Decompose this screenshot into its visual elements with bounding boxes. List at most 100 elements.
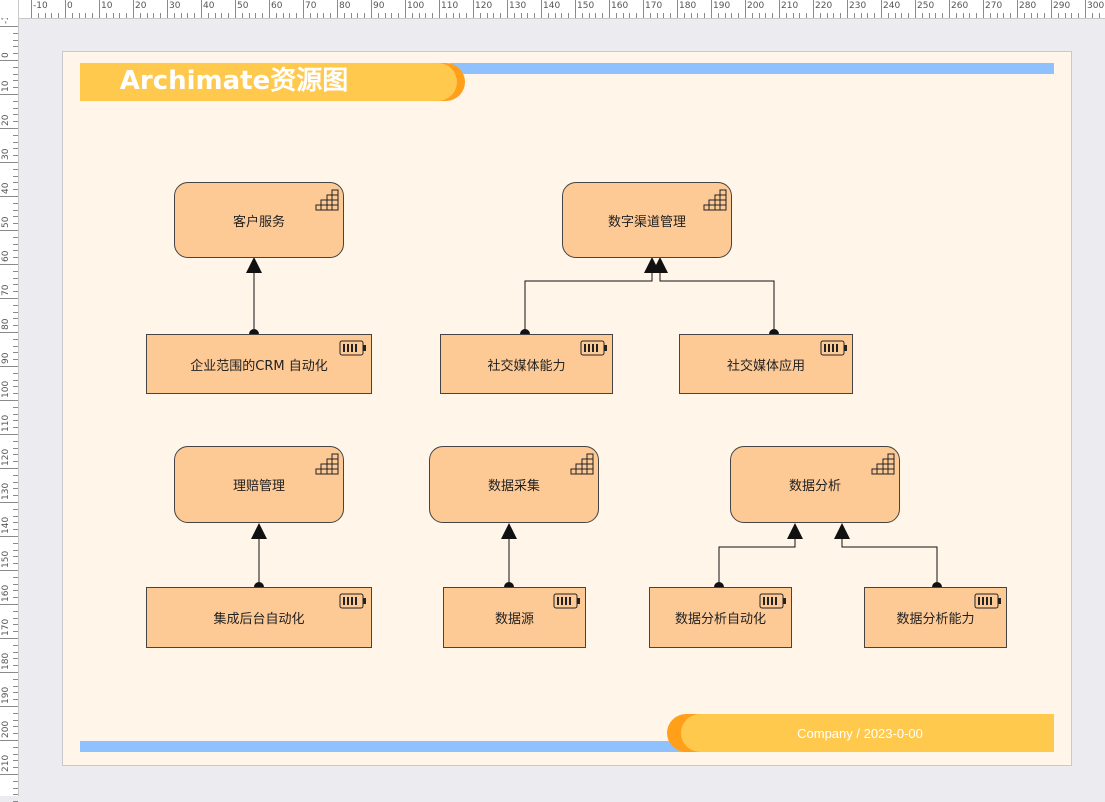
- ruler-minor-tick: [13, 440, 18, 442]
- ruler-minor-tick: [13, 454, 18, 456]
- ruler-minor-tick: [13, 563, 18, 565]
- diagram-title[interactable]: Archimate资源图: [119, 66, 349, 96]
- arrowhead: [251, 523, 267, 539]
- node-social-app[interactable]: 社交媒体应用: [679, 334, 853, 394]
- ruler-label: 100: [407, 1, 425, 11]
- ruler-minor-tick: [92, 13, 94, 18]
- ruler-minor-tick: [1078, 13, 1080, 18]
- ruler-minor-tick: [309, 13, 311, 18]
- ruler-tick: [439, 0, 440, 18]
- ruler-minor-tick: [187, 13, 189, 18]
- ruler-minor-tick: [731, 13, 733, 18]
- node-digital-channel[interactable]: 数字渠道管理: [562, 182, 732, 258]
- ruler-minor-tick: [13, 304, 18, 306]
- ruler-label: 90: [373, 1, 385, 11]
- ruler-minor-tick: [13, 515, 18, 517]
- ruler-minor-tick: [13, 583, 18, 585]
- ruler-label: 280: [1019, 1, 1037, 11]
- ruler-tick: [0, 94, 18, 95]
- ruler-minor-tick: [418, 13, 420, 18]
- ruler-minor-tick: [13, 243, 18, 245]
- ruler-tick: [0, 536, 18, 537]
- ruler-minor-tick: [588, 13, 590, 18]
- ruler-minor-tick: [255, 13, 257, 18]
- node-crm-automation[interactable]: 企业范围的CRM 自动化: [146, 334, 372, 394]
- ruler-minor-tick: [275, 13, 277, 18]
- ruler-minor-tick: [13, 155, 18, 157]
- ruler-tick: [0, 604, 18, 605]
- ruler-tick: [0, 502, 18, 503]
- ruler-minor-tick: [13, 495, 18, 497]
- ruler-minor-tick: [13, 556, 18, 558]
- ruler-tick: [99, 0, 100, 18]
- ruler-tick: [881, 0, 882, 18]
- ruler-tick: [0, 162, 18, 163]
- ruler-minor-tick: [13, 277, 18, 279]
- ruler-minor-tick: [806, 13, 808, 18]
- ruler-label: 300: [1087, 1, 1105, 11]
- ruler-minor-tick: [425, 13, 427, 18]
- ruler-minor-tick: [13, 107, 18, 109]
- ruler-label: 250: [917, 1, 935, 11]
- ruler-minor-tick: [323, 13, 325, 18]
- ruler-minor-tick: [445, 13, 447, 18]
- node-backend-automation[interactable]: 集成后台自动化: [146, 587, 372, 648]
- ruler-label: 160: [611, 1, 629, 11]
- node-analysis-capability[interactable]: 数据分析能力: [864, 587, 1007, 648]
- ruler-tick: [31, 0, 32, 18]
- ruler-minor-tick: [411, 13, 413, 18]
- connector-social-app-to-digital: [659, 262, 775, 334]
- ruler-minor-tick: [874, 13, 876, 18]
- footer-text[interactable]: Company / 2023-0-00: [797, 726, 923, 741]
- ruler-minor-tick: [13, 66, 18, 68]
- ruler-minor-tick: [1044, 13, 1046, 18]
- ruler-minor-tick: [500, 13, 502, 18]
- ruler-minor-tick: [13, 644, 18, 646]
- ruler-minor-tick: [13, 359, 18, 361]
- ruler-minor-tick: [13, 413, 18, 415]
- ruler-minor-tick: [697, 13, 699, 18]
- ruler-minor-tick: [13, 406, 18, 408]
- ruler-tick: [745, 0, 746, 18]
- node-data-collection[interactable]: 数据采集: [429, 446, 599, 523]
- ruler-minor-tick: [13, 678, 18, 680]
- ruler-minor-tick: [833, 13, 835, 18]
- ruler-label: -10: [33, 1, 48, 11]
- ruler-minor-tick: [13, 73, 18, 75]
- ruler-minor-tick: [13, 318, 18, 320]
- ruler-minor-tick: [908, 13, 910, 18]
- ruler-minor-tick: [13, 284, 18, 286]
- function-icon: [871, 453, 895, 475]
- ruler-label: 20: [135, 1, 147, 11]
- node-data-source[interactable]: 数据源: [443, 587, 586, 648]
- ruler-minor-tick: [656, 13, 658, 18]
- ruler-tick: [235, 0, 236, 18]
- ruler-minor-tick: [493, 13, 495, 18]
- function-icon: [703, 189, 727, 211]
- ruler-minor-tick: [1091, 13, 1093, 18]
- ruler-minor-tick: [534, 13, 536, 18]
- ruler-minor-tick: [13, 699, 18, 701]
- ruler-minor-tick: [663, 13, 665, 18]
- node-customer-service[interactable]: 客户服务: [174, 182, 344, 258]
- node-data-analysis[interactable]: 数据分析: [730, 446, 900, 523]
- ruler-tick: [201, 0, 202, 18]
- node-analysis-automation[interactable]: 数据分析自动化: [649, 587, 792, 648]
- ruler-minor-tick: [513, 13, 515, 18]
- ruler-minor-tick: [398, 13, 400, 18]
- ruler-minor-tick: [785, 13, 787, 18]
- ruler-minor-tick: [13, 542, 18, 544]
- ruler-minor-tick: [13, 39, 18, 41]
- ruler-minor-tick: [13, 610, 18, 612]
- ruler-minor-tick: [13, 236, 18, 238]
- ruler-tick: [983, 0, 984, 18]
- ruler-minor-tick: [935, 13, 937, 18]
- ruler-tick: [1051, 0, 1052, 18]
- ruler-label: 240: [883, 1, 901, 11]
- node-social-capability[interactable]: 社交媒体能力: [440, 334, 613, 394]
- node-label: 数据分析自动化: [674, 612, 766, 627]
- ruler-corner: [0, 0, 18, 18]
- node-claims[interactable]: 理赔管理: [174, 446, 344, 523]
- ruler-label: 170: [645, 1, 663, 11]
